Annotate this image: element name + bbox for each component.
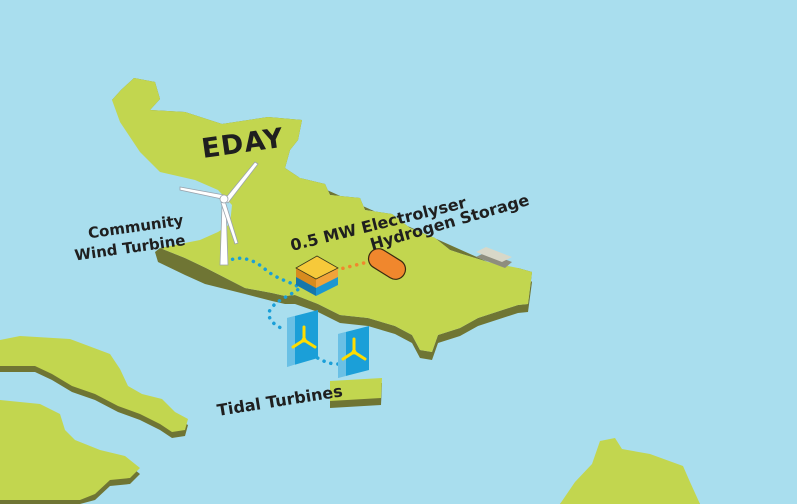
tidal-turbine-icon — [338, 326, 369, 378]
southwest-island — [0, 400, 140, 504]
tidal-turbine-icon — [287, 310, 318, 367]
hydrogen-pipe — [334, 260, 370, 272]
eday-island-top — [112, 78, 532, 352]
west-island — [0, 336, 188, 438]
eday-island — [112, 78, 532, 360]
electrolyser-icon — [295, 255, 339, 296]
wind-turbine-icon — [179, 161, 259, 266]
hydrogen-tank-icon — [367, 248, 407, 280]
southeast-island — [560, 438, 700, 504]
wind-cable — [224, 256, 303, 332]
small-islet — [330, 378, 382, 408]
pier-icon — [476, 247, 512, 268]
